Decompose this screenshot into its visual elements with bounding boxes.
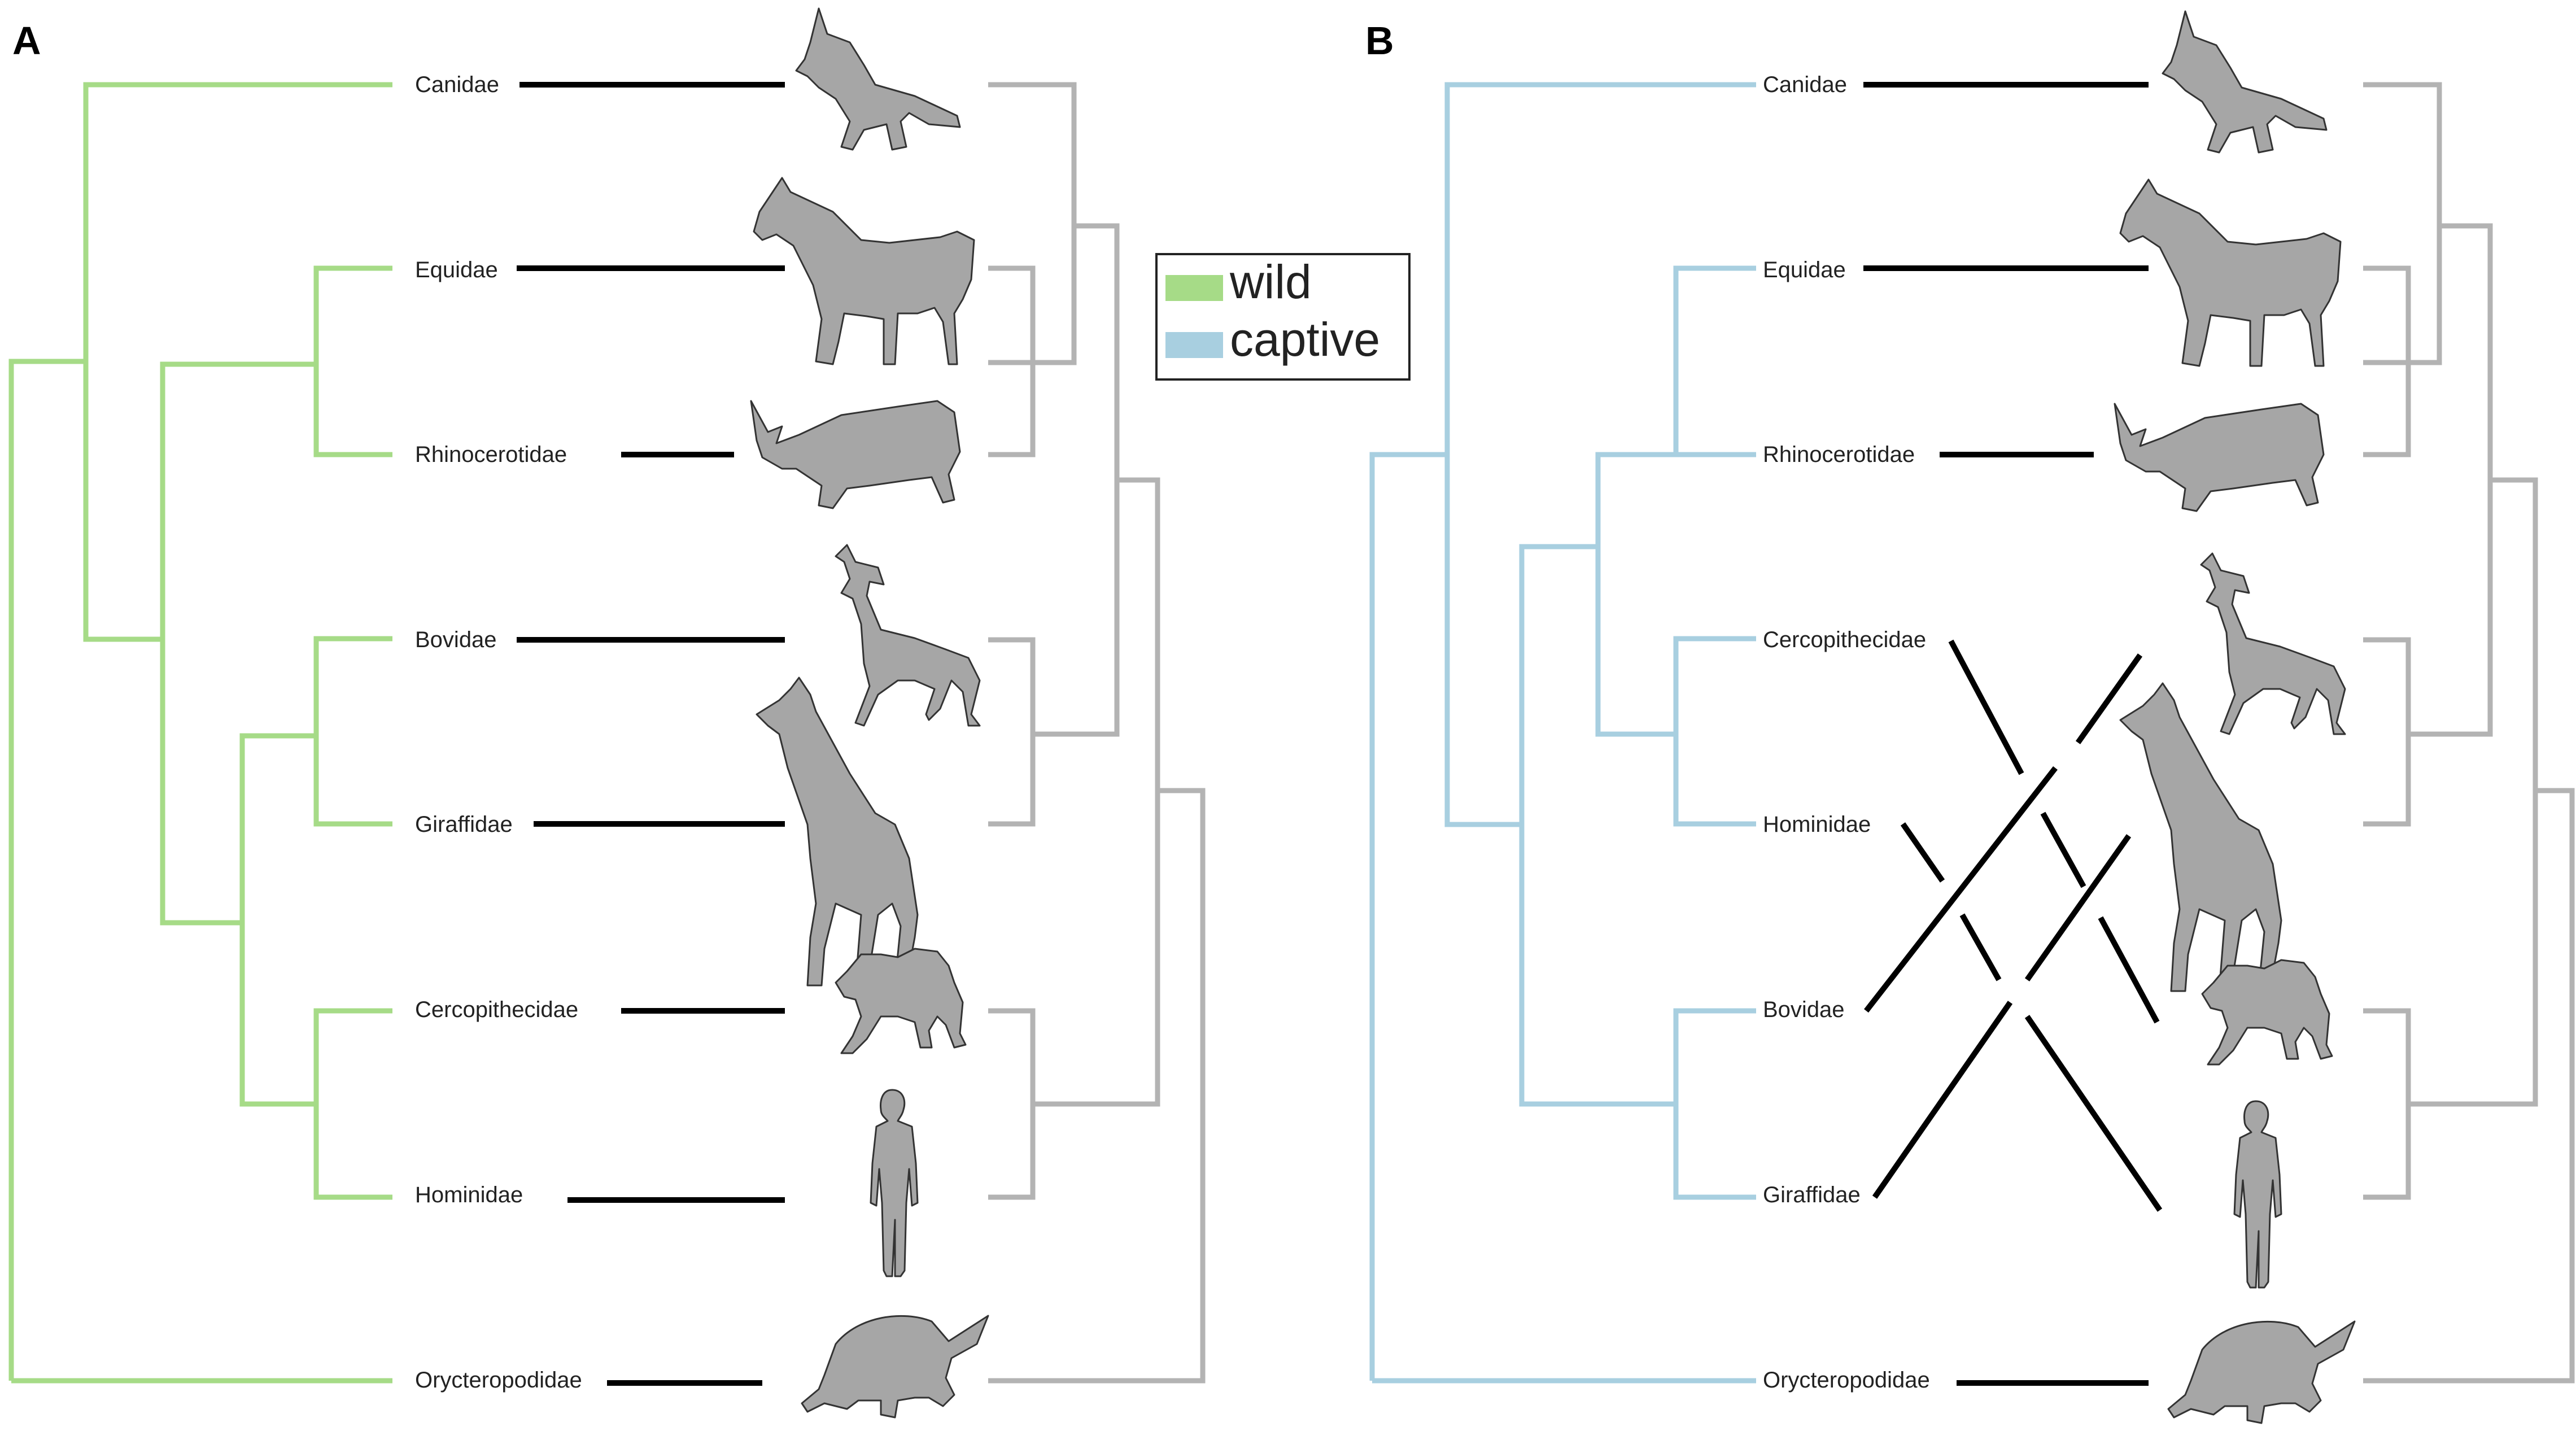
legend-label-captive: captive xyxy=(1230,313,1380,366)
link-line xyxy=(1872,834,2132,1199)
wolf-icon xyxy=(795,7,961,151)
tip-label: Canidae xyxy=(415,72,499,97)
tip-label: Bovidae xyxy=(415,627,497,652)
wolf-icon xyxy=(2162,10,2328,154)
giraffe-icon xyxy=(756,677,919,987)
tip-label: Hominidae xyxy=(1763,812,1871,837)
link-line xyxy=(1900,822,2163,1212)
tip-label: Cercopithecidae xyxy=(415,997,578,1022)
horse-icon xyxy=(753,177,975,365)
baboon-icon xyxy=(2201,959,2333,1066)
rhinoceros-icon xyxy=(2114,403,2325,512)
tip-label: Giraffidae xyxy=(415,812,513,837)
rhinoceros-icon xyxy=(750,400,961,509)
legend-label-wild: wild xyxy=(1229,255,1312,308)
link-line xyxy=(1948,639,2160,1024)
legend: wild captive xyxy=(1155,253,1411,381)
panel-b-links xyxy=(1863,82,2163,1386)
panel-b-microbiome-tree xyxy=(1369,82,1756,1384)
tip-label: Orycteropodidae xyxy=(415,1368,582,1393)
human-icon xyxy=(2233,1100,2282,1289)
legend-swatch-captive xyxy=(1165,332,1223,358)
tip-label: Cercopithecidae xyxy=(1763,627,1926,652)
aardvark-icon xyxy=(801,1315,989,1419)
panel-b-tip-labels: Canidae Equidae Rhinocerotidae Cercopith… xyxy=(1763,72,1930,1393)
panel-a-host-tree xyxy=(988,82,1206,1384)
panel-b-host-tree xyxy=(2363,82,2575,1384)
tip-label: Hominidae xyxy=(415,1183,523,1207)
tip-label: Equidae xyxy=(415,258,498,282)
horse-icon xyxy=(2119,178,2342,367)
tip-label: Orycteropodidae xyxy=(1763,1368,1930,1393)
panel-a-letter: A xyxy=(12,19,41,63)
panel-a-tip-labels: Canidae Equidae Rhinocerotidae Bovidae G… xyxy=(415,72,582,1393)
tip-label: Bovidae xyxy=(1763,997,1845,1022)
giraffe-icon xyxy=(2119,682,2282,992)
legend-swatch-wild xyxy=(1165,275,1223,301)
panel-a: A Canidae Equidae Rhinocerotidae Bovidae… xyxy=(8,7,1206,1419)
human-icon xyxy=(870,1089,919,1277)
tip-label: Giraffidae xyxy=(1763,1183,1861,1207)
panel-b-silhouettes xyxy=(2114,10,2356,1424)
tip-label: Equidae xyxy=(1763,258,1846,282)
link-line xyxy=(1864,653,2143,1013)
panel-a-links xyxy=(517,82,785,1386)
panel-a-microbiome-tree xyxy=(8,82,392,1384)
baboon-icon xyxy=(835,948,967,1054)
panel-a-silhouettes xyxy=(750,7,989,1419)
tip-label: Rhinocerotidae xyxy=(1763,442,1915,467)
aardvark-icon xyxy=(2167,1320,2356,1424)
tip-label: Canidae xyxy=(1763,72,1847,97)
panel-b-letter: B xyxy=(1365,19,1394,63)
panel-b: B Canidae Equidae Rhinocerotidae Cercopi… xyxy=(1365,10,2575,1424)
gazelle-icon xyxy=(835,544,981,727)
tip-label: Rhinocerotidae xyxy=(415,442,567,467)
gazelle-icon xyxy=(2200,552,2346,735)
